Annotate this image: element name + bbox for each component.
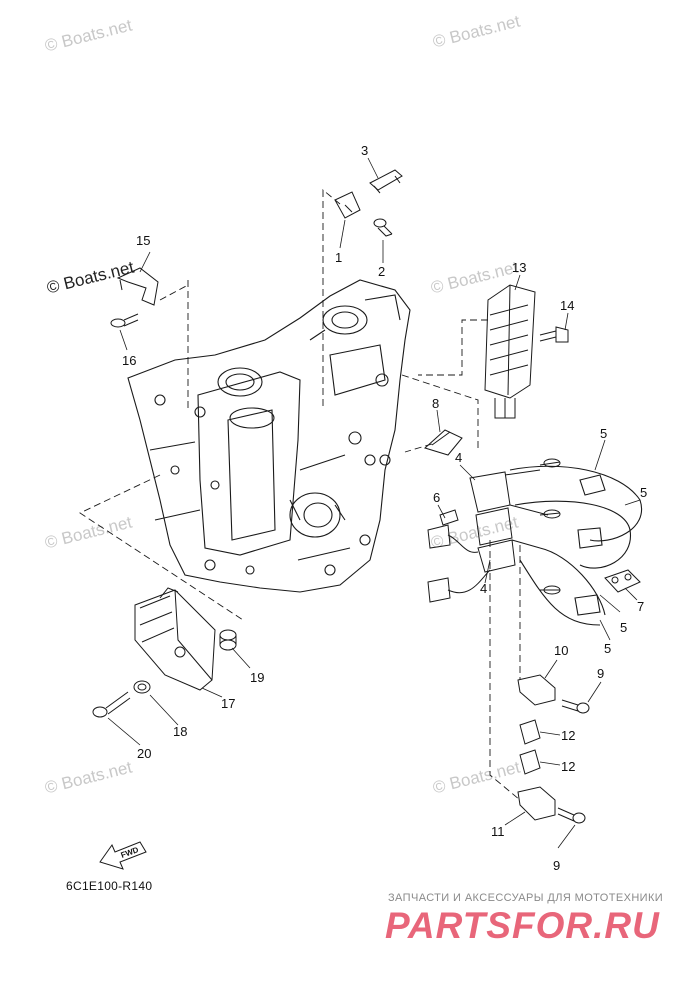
collar-18: [133, 680, 151, 694]
callout-12-a: 12: [561, 728, 575, 743]
ignition-coils: [469, 469, 549, 573]
clamp-8: [424, 429, 463, 456]
callout-11: 11: [491, 824, 505, 839]
ecu-17: [134, 587, 216, 691]
callout-8: 8: [432, 396, 439, 411]
callout-numbers: 3 1 2 15 16 13 14 8 4 6 4 5 5 5 5 7 10 9…: [122, 143, 647, 873]
callout-1: 1: [335, 250, 342, 265]
bolt-20: [92, 691, 131, 718]
callout-2: 2: [378, 264, 385, 279]
callout-15: 15: [136, 233, 150, 248]
callout-7: 7: [637, 599, 644, 614]
bracket-10: [517, 674, 556, 706]
holder-7: [604, 569, 641, 593]
callout-4-lower: 4: [480, 581, 487, 596]
footer-subtitle: ЗАПЧАСТИ И АКСЕССУАРЫ ДЛЯ МОТОТЕХНИКИ: [388, 892, 664, 904]
bolt-16: [110, 313, 139, 328]
engine-block: [127, 279, 411, 593]
callout-20: 20: [137, 746, 151, 761]
callout-10: 10: [554, 643, 568, 658]
callout-16: 16: [122, 353, 136, 368]
callout-13: 13: [512, 260, 526, 275]
bracket-11: [517, 786, 556, 821]
bolt-14: [539, 326, 569, 343]
callout-5-b: 5: [640, 485, 647, 500]
callout-5-a: 5: [600, 426, 607, 441]
callout-17: 17: [221, 696, 235, 711]
plug-caps: [539, 458, 561, 595]
callout-9-upper: 9: [597, 666, 604, 681]
bolt-9-lower: [557, 807, 586, 824]
callout-3: 3: [361, 143, 368, 158]
callout-4-upper: 4: [455, 450, 462, 465]
fwd-arrow-icon: FWD: [99, 841, 147, 870]
callout-9-lower: 9: [553, 858, 560, 873]
diagram-code: 6C1E100-R140: [66, 879, 153, 893]
hi-tension-leads-5: [509, 465, 643, 626]
callout-leaders: [107, 157, 641, 849]
callout-14: 14: [560, 298, 574, 313]
callout-5-c: 5: [620, 620, 627, 635]
grommet-19: [219, 629, 237, 651]
bracket-3: [334, 169, 403, 219]
callout-12-b: 12: [561, 759, 575, 774]
footer-brand-logo[interactable]: PARTSFOR.RU: [385, 905, 660, 946]
callout-5-d: 5: [604, 641, 611, 656]
regulator-13: [484, 284, 536, 419]
clips-12: [519, 719, 541, 775]
callout-19: 19: [250, 670, 264, 685]
callout-18: 18: [173, 724, 187, 739]
callout-6: 6: [433, 490, 440, 505]
bracket-15: [116, 267, 159, 306]
bolt-2: [373, 218, 393, 237]
bolt-9-upper: [561, 699, 590, 714]
leader-lines: [79, 189, 521, 801]
